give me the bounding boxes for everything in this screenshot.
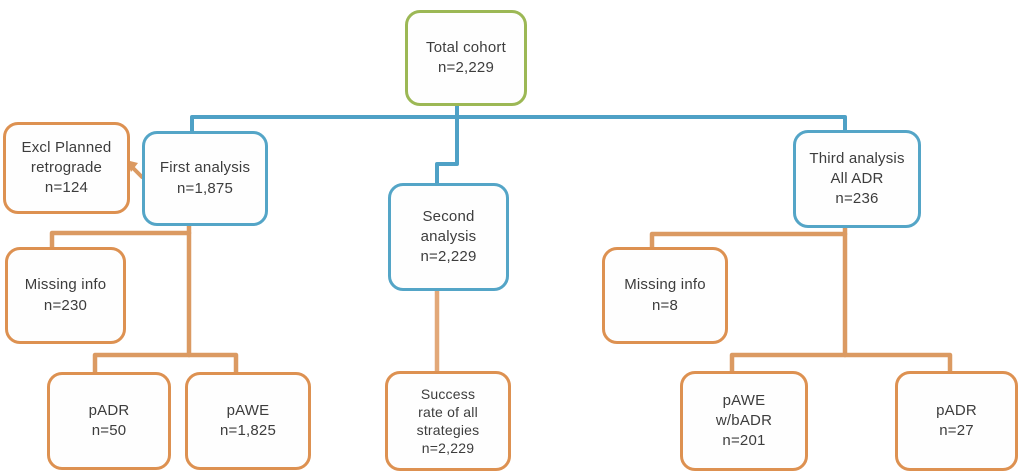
node-pawe-badr-third: pAWE w/bADR n=201 bbox=[680, 371, 808, 471]
node-excl-planned-label: Excl Planned retrograde n=124 bbox=[21, 138, 112, 197]
node-total-cohort: Total cohort n=2,229 bbox=[405, 10, 527, 106]
node-pawe-first: pAWE n=1,825 bbox=[185, 372, 311, 470]
node-second-analysis: Second analysis n=2,229 bbox=[388, 183, 509, 291]
connector-total-to-second bbox=[435, 104, 459, 186]
connector-third-to-missing bbox=[649, 231, 848, 251]
excl-arrow-tail bbox=[131, 166, 144, 179]
node-second-analysis-label: Second analysis n=2,229 bbox=[420, 207, 477, 266]
node-padr-third: pADR n=27 bbox=[895, 371, 1018, 471]
node-total-cohort-label: Total cohort n=2,229 bbox=[426, 38, 506, 76]
node-pawe-badr-third-label: pAWE w/bADR n=201 bbox=[715, 391, 773, 450]
connector-total-to-branches bbox=[190, 115, 847, 133]
node-missing-info-first: Missing info n=230 bbox=[5, 247, 126, 344]
connector-third-split bbox=[729, 352, 953, 375]
node-first-analysis: First analysis n=1,875 bbox=[142, 131, 268, 226]
node-third-analysis: Third analysis All ADR n=236 bbox=[793, 130, 921, 228]
node-padr-first-label: pADR n=50 bbox=[88, 401, 130, 439]
connector-first-split bbox=[92, 352, 239, 375]
node-missing-info-third: Missing info n=8 bbox=[602, 247, 728, 344]
node-padr-third-label: pADR n=27 bbox=[936, 401, 977, 439]
node-success-rate: Success rate of all strategies n=2,229 bbox=[385, 371, 511, 471]
connector-first-to-missing bbox=[49, 230, 192, 251]
node-excl-planned-retrograde: Excl Planned retrograde n=124 bbox=[3, 122, 130, 214]
node-missing-info-third-label: Missing info n=8 bbox=[624, 276, 706, 314]
node-success-rate-label: Success rate of all strategies n=2,229 bbox=[416, 385, 480, 457]
node-first-analysis-label: First analysis n=1,875 bbox=[159, 159, 251, 197]
node-third-analysis-label: Third analysis All ADR n=236 bbox=[809, 149, 905, 208]
node-pawe-first-label: pAWE n=1,825 bbox=[219, 401, 277, 439]
node-missing-info-first-label: Missing info n=230 bbox=[24, 276, 107, 314]
node-padr-first: pADR n=50 bbox=[47, 372, 171, 470]
